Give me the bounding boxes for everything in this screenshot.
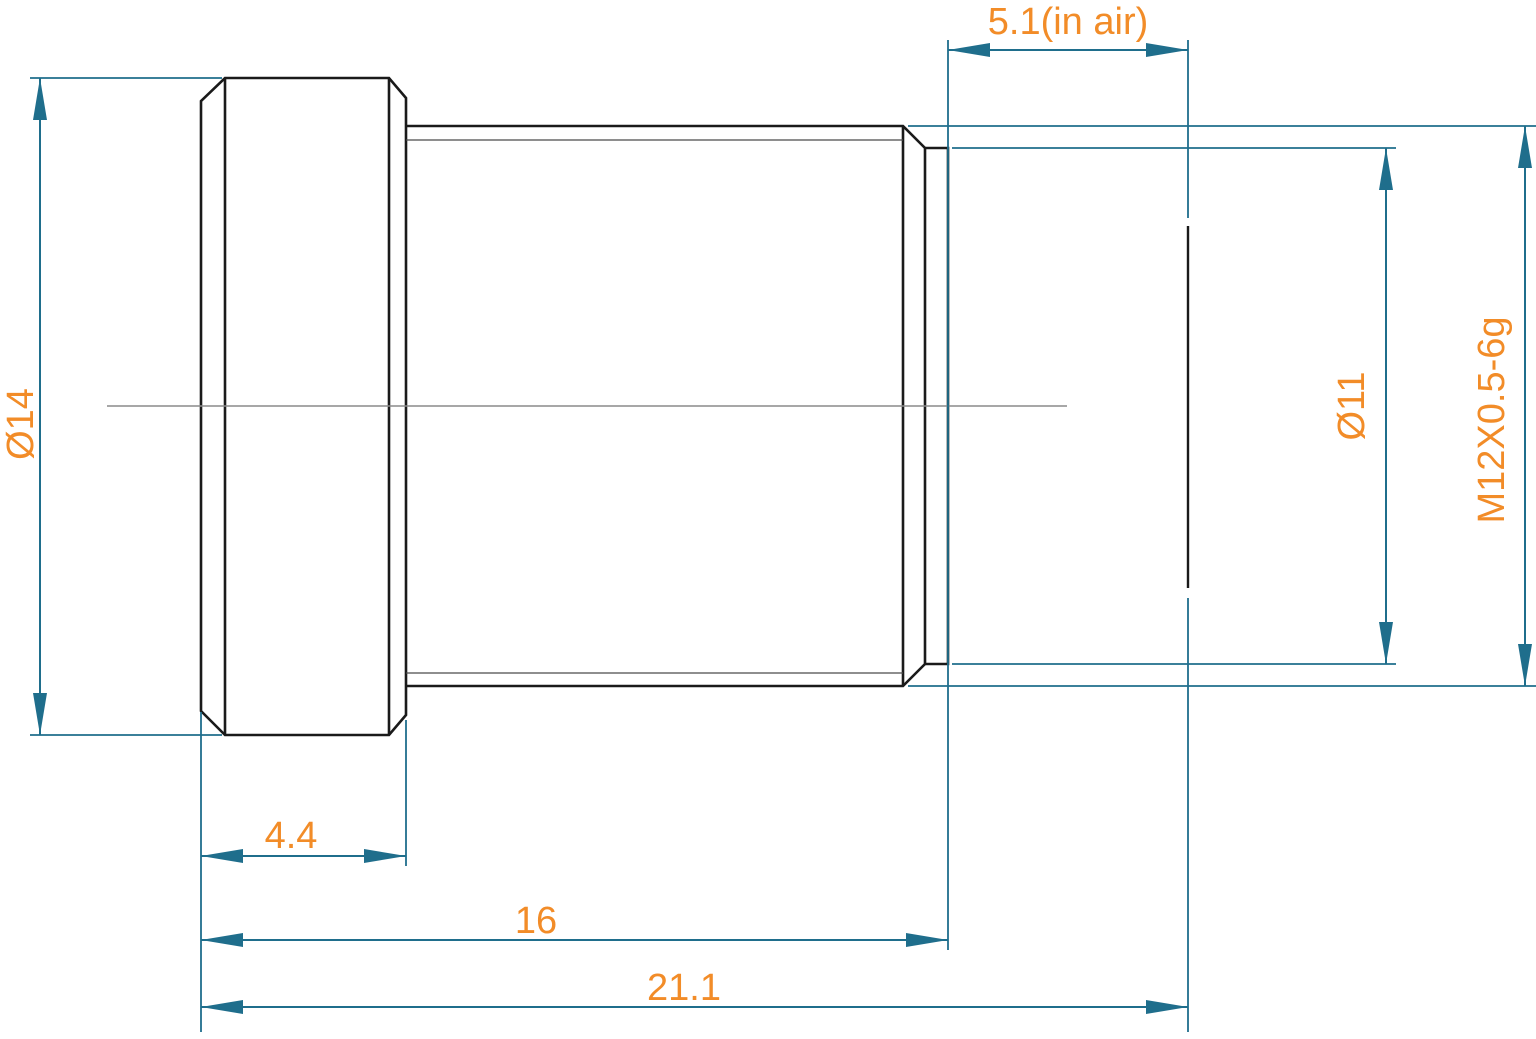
arrow-down	[1379, 622, 1393, 664]
dimension-flange-length	[201, 849, 406, 863]
label-back-diameter: Ø11	[1331, 371, 1373, 440]
arrow-up	[1518, 126, 1532, 168]
arrow-right	[1146, 1000, 1188, 1014]
arrow-up	[33, 78, 47, 120]
label-total-length: 21.1	[647, 967, 721, 1009]
extension-lines	[30, 40, 1536, 1032]
dimension-total-length	[201, 1000, 1188, 1014]
arrow-down	[33, 693, 47, 735]
arrow-up	[1379, 148, 1393, 190]
label-back-focal: 5.1(in air)	[988, 1, 1149, 43]
arrow-left	[201, 1000, 243, 1014]
arrow-left	[948, 43, 990, 57]
dimension-flange-diameter	[33, 78, 47, 735]
arrow-left	[201, 849, 243, 863]
label-flange-diameter: Ø14	[0, 388, 42, 460]
arrow-left	[201, 933, 243, 947]
arrow-right	[364, 849, 406, 863]
arrow-right	[1146, 43, 1188, 57]
lens-body	[107, 76, 1190, 737]
dimension-back-focal	[948, 43, 1188, 57]
label-body-length: 16	[515, 900, 557, 942]
dimension-body-length	[201, 933, 948, 947]
arrow-down	[1518, 644, 1532, 686]
label-thread: M12X0.5-6g	[1471, 316, 1513, 523]
arrow-right	[906, 933, 948, 947]
dimension-thread	[1518, 126, 1532, 686]
dimension-back-diameter	[1379, 148, 1393, 664]
label-flange-length: 4.4	[265, 815, 318, 857]
